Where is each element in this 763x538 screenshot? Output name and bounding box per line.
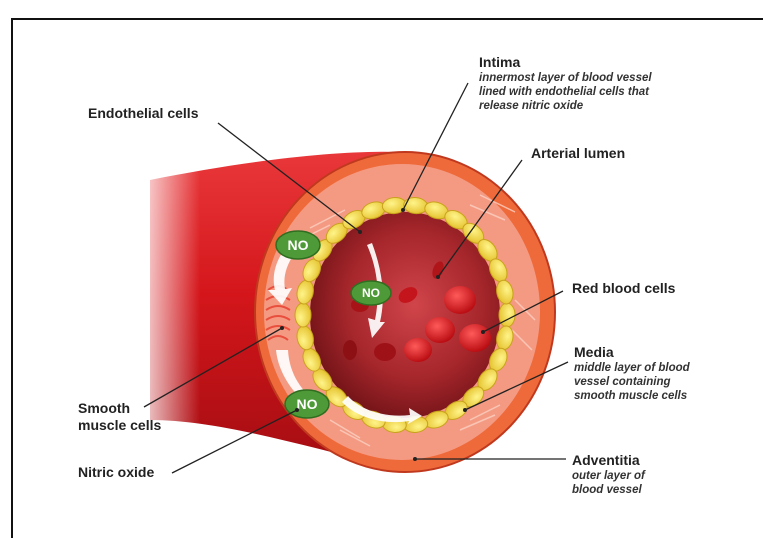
media-desc-1: middle layer of blood — [574, 361, 690, 375]
label-arterial-lumen: Arterial lumen — [531, 145, 625, 162]
label-adventitia: Adventitia outer layer of blood vessel — [572, 452, 645, 497]
no-badge-3: NO — [285, 390, 329, 418]
smooth-muscle-line-1: Smooth — [78, 400, 161, 417]
intima-desc-1: innermost layer of blood vessel — [479, 71, 652, 85]
adventitia-desc-1: outer layer of — [572, 469, 645, 483]
label-smooth-muscle-cells: Smooth muscle cells — [78, 400, 161, 434]
label-red-blood-cells: Red blood cells — [572, 280, 675, 297]
endothelial-cell — [499, 303, 515, 327]
no-badge-2: NO — [351, 281, 391, 305]
label-nitric-oxide: Nitric oxide — [78, 464, 154, 481]
endothelial-cell — [295, 303, 311, 327]
label-intima: Intima innermost layer of blood vessel l… — [479, 54, 652, 113]
svg-text:NO: NO — [362, 286, 380, 300]
no-badge-1: NO — [276, 231, 320, 259]
intima-desc-3: release nitric oxide — [479, 99, 652, 113]
arterial-lumen — [310, 212, 500, 418]
media-desc-2: vessel containing — [574, 375, 690, 389]
intima-title: Intima — [479, 54, 652, 71]
media-desc-3: smooth muscle cells — [574, 389, 690, 403]
svg-text:NO: NO — [297, 396, 318, 412]
intima-desc-2: lined with endothelial cells that — [479, 85, 652, 99]
adventitia-title: Adventitia — [572, 452, 645, 469]
adventitia-desc-2: blood vessel — [572, 483, 645, 497]
media-title: Media — [574, 344, 690, 361]
label-media: Media middle layer of blood vessel conta… — [574, 344, 690, 403]
smooth-muscle-line-2: muscle cells — [78, 417, 161, 434]
label-endothelial-cells: Endothelial cells — [88, 105, 198, 122]
svg-text:NO: NO — [288, 237, 309, 253]
